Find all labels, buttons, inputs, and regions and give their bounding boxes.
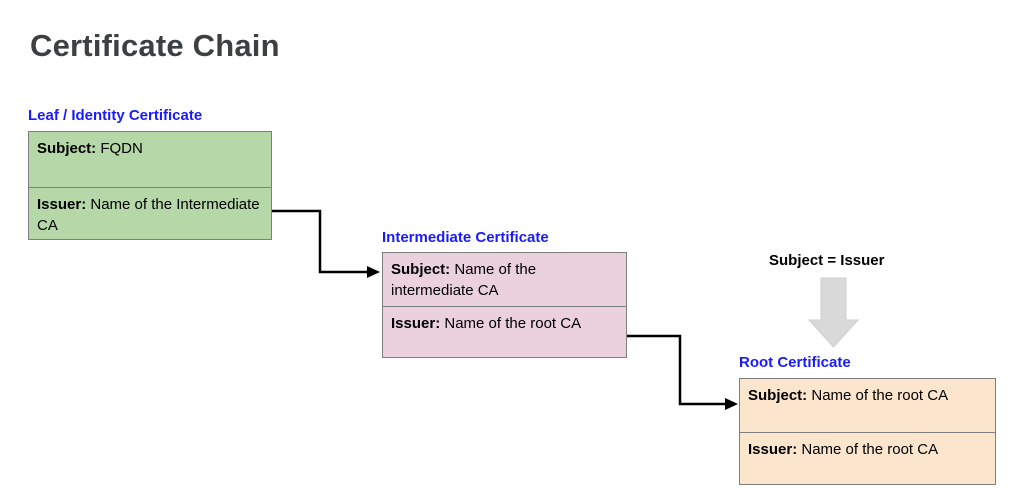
leaf-certificate-label: Leaf / Identity Certificate	[28, 107, 203, 124]
intermediate-to-root-arrow-icon	[627, 334, 738, 410]
down-block-arrow-icon	[807, 277, 860, 348]
subject-field-value: FQDN	[96, 140, 143, 157]
issuer-field-label: Issuer:	[748, 441, 798, 458]
leaf-subject-section: Subject: FQDN	[29, 132, 271, 187]
root-issuer-section: Issuer: Name of the root CA	[740, 432, 995, 484]
intermediate-issuer-section: Issuer: Name of the root CA	[383, 306, 626, 357]
subject-field-label: Subject:	[748, 387, 808, 404]
root-certificate-box: Subject: Name of the root CA Issuer: Nam…	[739, 378, 996, 485]
root-subject-section: Subject: Name of the root CA	[740, 379, 995, 432]
subject-field-value: Name of the intermediate CA	[391, 261, 537, 299]
intermediate-certificate-box: Subject: Name of the intermediate CA Iss…	[382, 252, 627, 358]
subject-field-value: Name of the root CA	[807, 387, 949, 404]
issuer-field-value: Name of the Intermediate CA	[37, 196, 260, 234]
leaf-certificate-box: Subject: FQDN Issuer: Name of the Interm…	[28, 131, 272, 240]
subject-field-label: Subject:	[37, 140, 97, 157]
issuer-field-label: Issuer:	[391, 315, 441, 332]
subject-field-label: Subject:	[391, 261, 451, 278]
subject-equals-issuer-note: Subject = Issuer	[769, 252, 885, 269]
page-title: Certificate Chain	[30, 28, 280, 63]
issuer-field-value: Name of the root CA	[440, 315, 582, 332]
leaf-issuer-section: Issuer: Name of the Intermediate CA	[29, 187, 271, 239]
intermediate-certificate-label: Intermediate Certificate	[382, 229, 549, 246]
intermediate-subject-section: Subject: Name of the intermediate CA	[383, 253, 626, 306]
leaf-to-intermediate-arrow-icon	[272, 209, 380, 278]
issuer-field-label: Issuer:	[37, 196, 87, 213]
root-certificate-label: Root Certificate	[739, 354, 851, 371]
issuer-field-value: Name of the root CA	[797, 441, 939, 458]
